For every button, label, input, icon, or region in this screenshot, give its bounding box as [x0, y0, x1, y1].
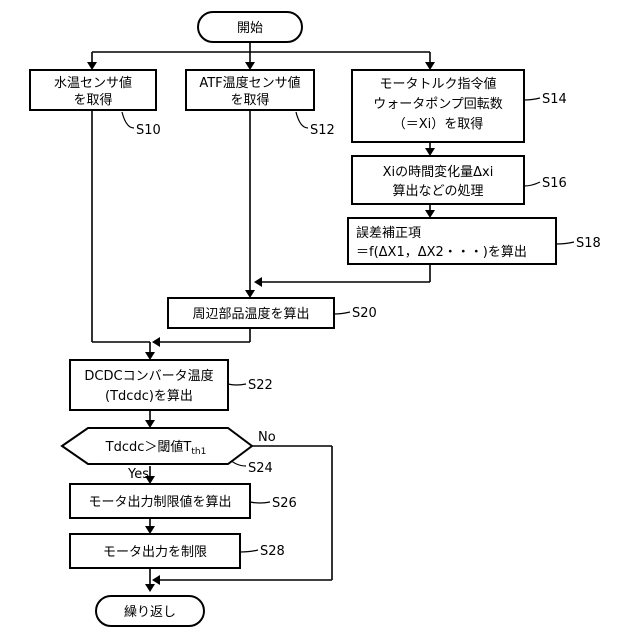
error-correction-line-2: ＝f(ΔX1，ΔX2・・・)を算出: [356, 245, 527, 260]
atf-temp-node: ATF温度センサ値 を取得: [186, 70, 314, 110]
repeat-node: 繰り返し: [96, 596, 204, 626]
motor-limit-label: モータ出力を制限: [103, 545, 207, 560]
decision-node: Tdcdc＞閾値Tth1: [62, 428, 252, 464]
start-label: 開始: [237, 21, 263, 36]
peripheral-temp-label: 周辺部品温度を算出: [192, 306, 309, 322]
atf-temp-line-2: を取得: [230, 92, 269, 108]
error-correction-node: 誤差補正項 ＝f(ΔX1，ΔX2・・・)を算出: [348, 218, 556, 264]
atf-temp-line-1: ATF温度センサ値: [199, 75, 300, 91]
motor-limit-calc-label: モータ出力制限値を算出: [88, 494, 231, 510]
step-label-s24: S24: [248, 461, 273, 476]
xi-change-line-1: Xiの時間変化量Δxi: [383, 164, 494, 180]
decision-label: Tdcdc＞閾値Tth1: [105, 439, 207, 457]
step-label-s20: S20: [352, 306, 377, 321]
motor-torque-line-3: （＝Xi）を取得: [393, 116, 484, 132]
motor-torque-line-1: モータトルク指令値: [379, 76, 496, 92]
water-temp-node: 水温センサ値 を取得: [30, 70, 156, 110]
decision-text: Tdcdc＞閾値T: [105, 439, 192, 455]
step-label-s18: S18: [576, 236, 601, 251]
step-label-s14: S14: [542, 92, 567, 107]
dcdc-temp-line-1: DCDCコンバータ温度: [84, 368, 213, 384]
step-label-s16: S16: [542, 176, 567, 191]
xi-change-line-2: 算出などの処理: [392, 184, 483, 199]
motor-limit-node: モータ出力を制限: [70, 534, 240, 568]
motor-torque-line-2: ウォータポンプ回転数: [373, 97, 503, 112]
motor-limit-calc-node: モータ出力制限値を算出: [70, 484, 250, 518]
step-label-s10: S10: [136, 123, 161, 138]
dcdc-temp-line-2: (Tdcdc)を算出: [105, 389, 193, 404]
error-correction-line-1: 誤差補正項: [356, 225, 421, 241]
step-label-s26: S26: [272, 496, 297, 511]
dcdc-temp-node: DCDCコンバータ温度 (Tdcdc)を算出: [70, 360, 228, 410]
repeat-label: 繰り返し: [124, 605, 176, 620]
xi-change-node: Xiの時間変化量Δxi 算出などの処理: [352, 156, 524, 204]
water-temp-line-1: 水温センサ値: [54, 75, 132, 91]
motor-torque-node: モータトルク指令値 ウォータポンプ回転数 （＝Xi）を取得: [352, 70, 524, 142]
branch-label-no: No: [258, 430, 276, 445]
start-node: 開始: [198, 12, 302, 42]
step-label-s22: S22: [248, 378, 273, 393]
peripheral-temp-node: 周辺部品温度を算出: [168, 298, 334, 328]
step-label-s12: S12: [310, 123, 335, 138]
step-label-s28: S28: [260, 544, 285, 559]
branch-label-yes: Yes: [127, 467, 149, 482]
water-temp-line-2: を取得: [73, 92, 112, 108]
decision-subscript: th1: [191, 447, 206, 457]
